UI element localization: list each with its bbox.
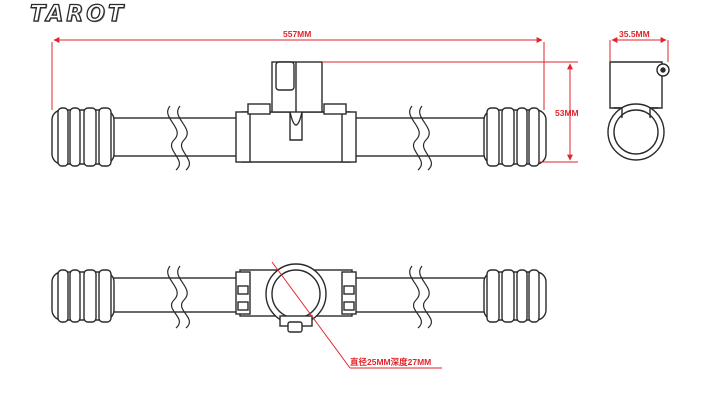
tube-left-bottom <box>109 277 241 313</box>
dimension-lines <box>51 37 669 369</box>
t-clamp-body <box>235 61 357 163</box>
clamp-top-view <box>235 263 357 333</box>
end-cap-left <box>51 107 115 167</box>
tarot-logo: TAROT <box>29 1 126 27</box>
end-cap-left-bottom <box>51 269 115 323</box>
mount-hole-leader <box>271 261 351 369</box>
break-marks-front <box>167 105 432 171</box>
end-cap-right <box>483 107 547 167</box>
mount-hole-label: 直径25MM深度27MM <box>350 357 431 367</box>
height-label: 53MM <box>555 108 579 118</box>
break-marks-bottom <box>167 265 432 329</box>
side-view <box>607 61 670 161</box>
length-label: 557MM <box>283 29 311 39</box>
tube-right <box>347 117 487 157</box>
width-label: 35.5MM <box>619 29 650 39</box>
front-view <box>51 61 547 167</box>
end-cap-right-bottom <box>483 269 547 323</box>
tube-left <box>109 117 241 157</box>
